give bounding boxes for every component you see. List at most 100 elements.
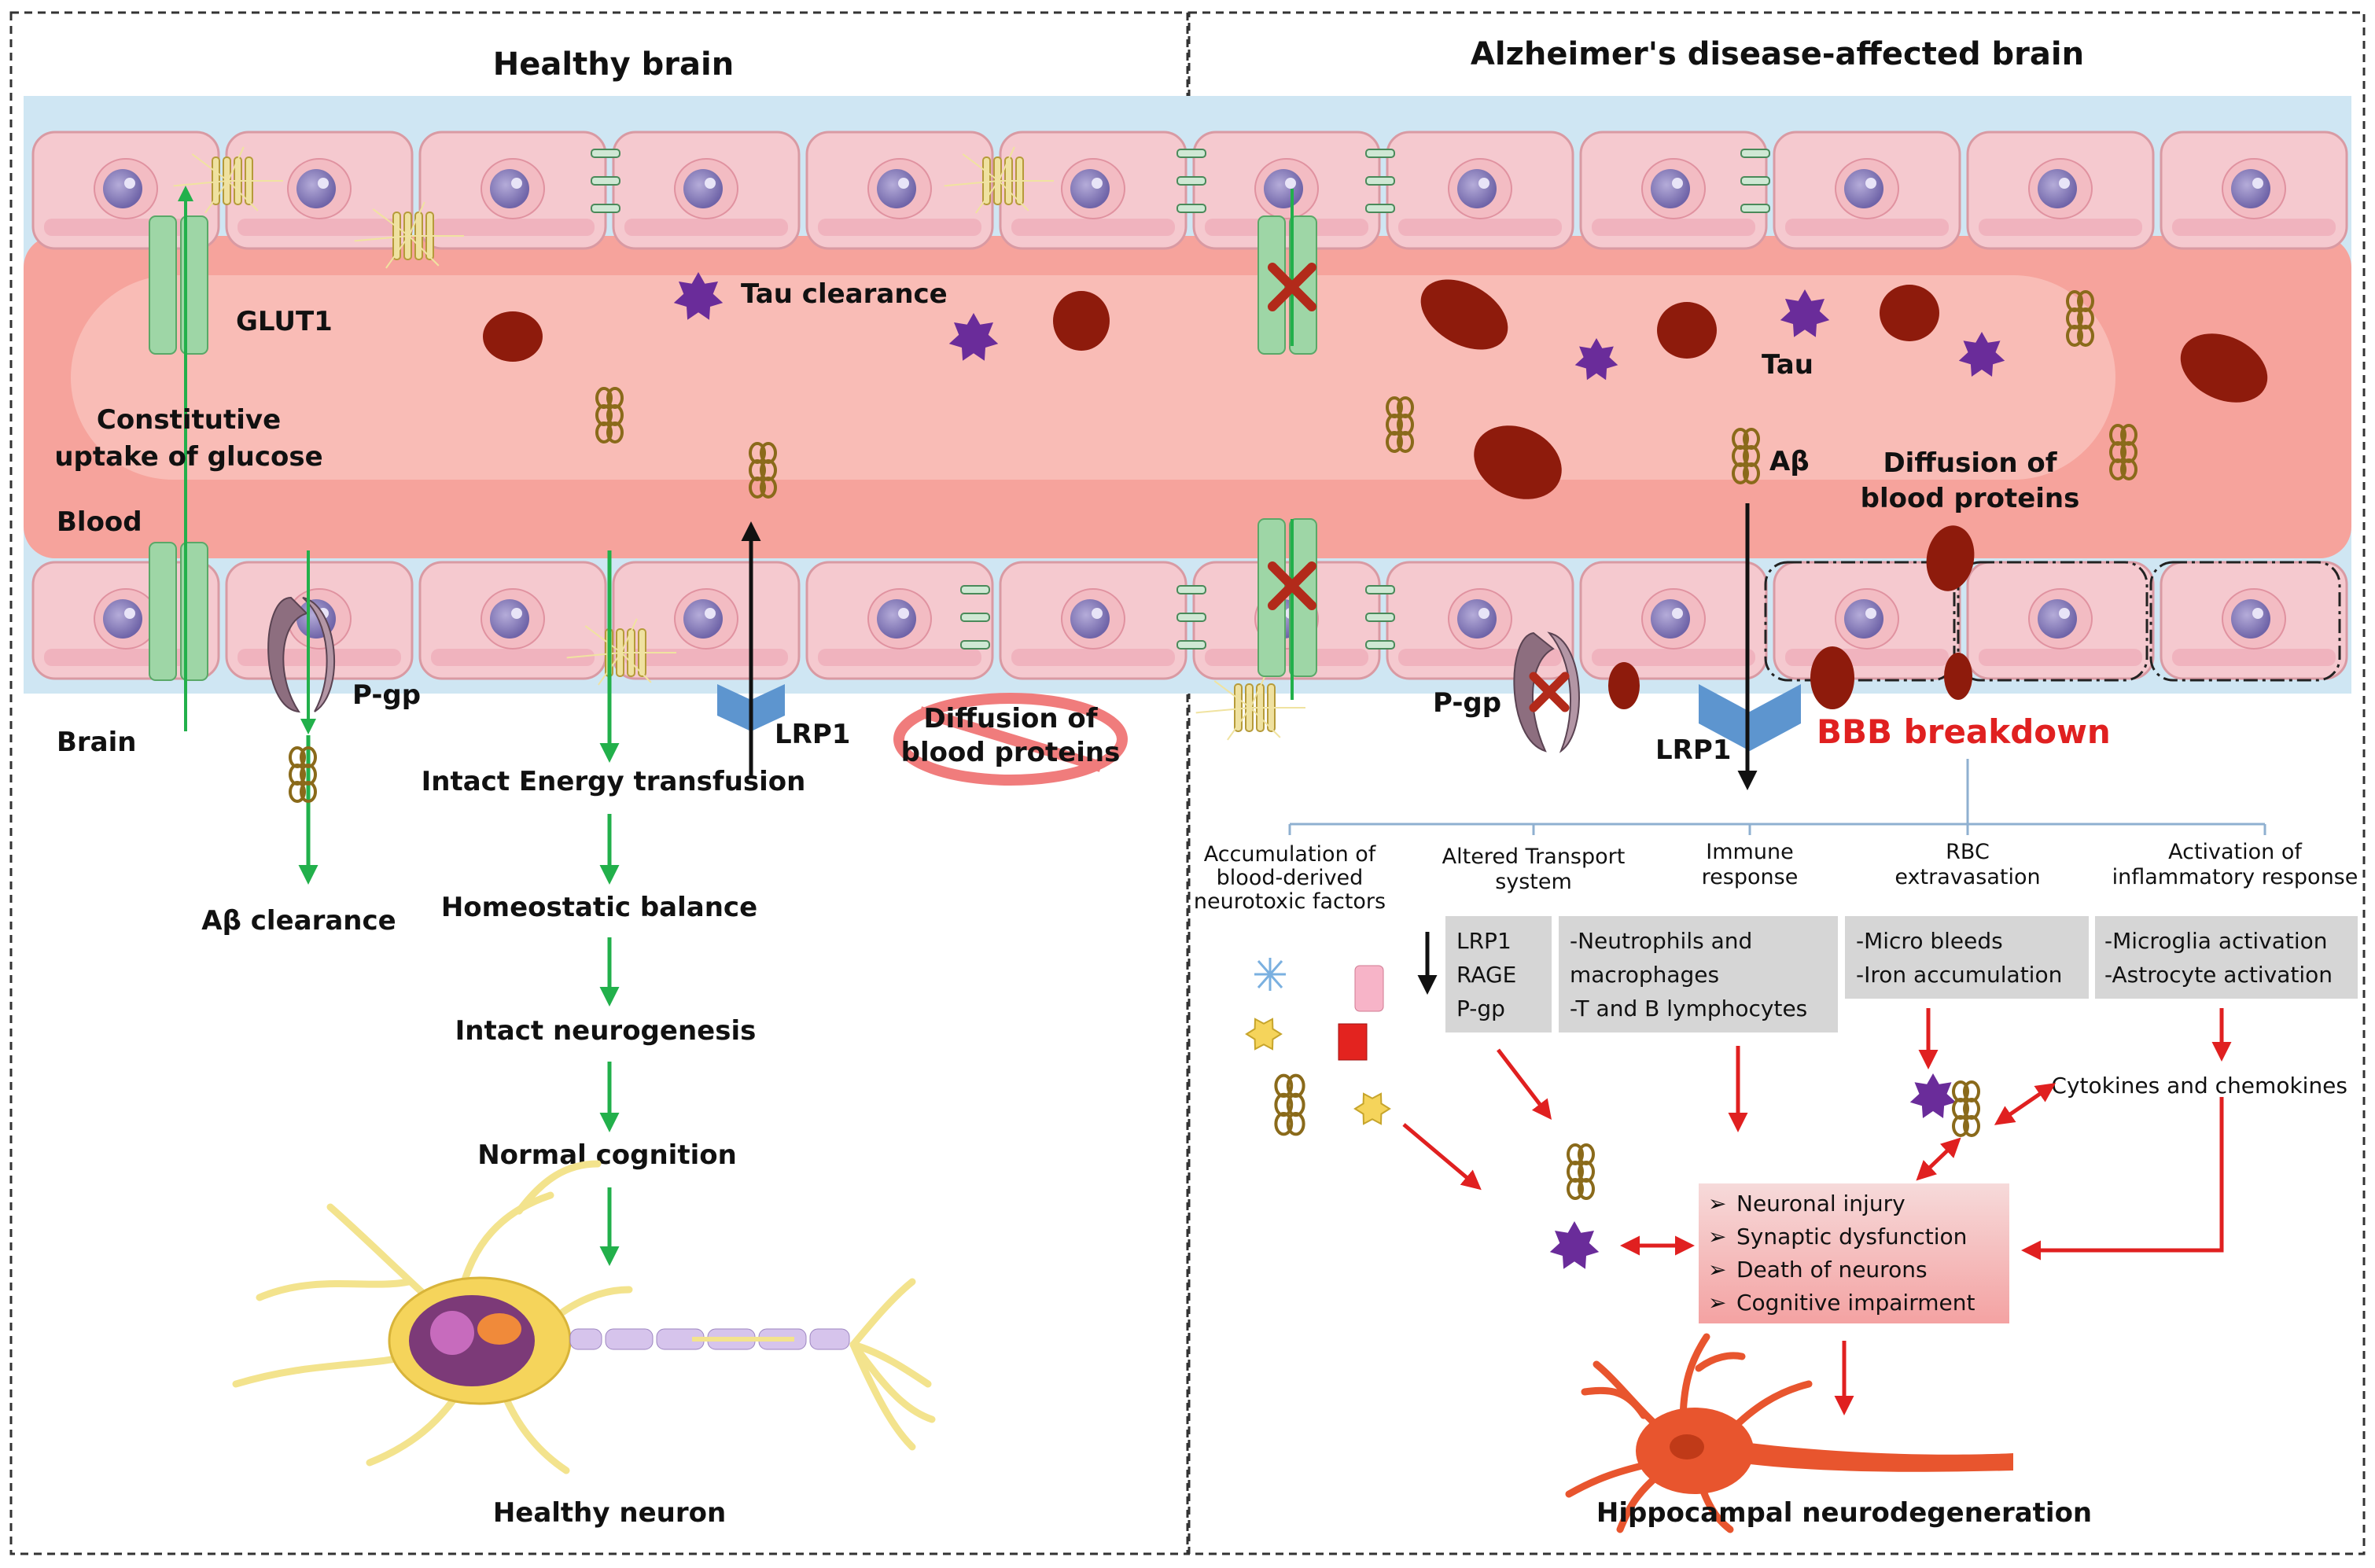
tau-protein-icon	[673, 272, 724, 320]
nucleus	[2231, 599, 2270, 639]
tau-protein-icon	[1958, 332, 2005, 377]
nucleus	[490, 169, 529, 208]
alzheimers-title: Alzheimer's disease-affected brain	[1471, 36, 2084, 72]
category-rbc: RBC extravasation	[1894, 840, 2040, 889]
ab-clearance-label: Aβ clearance	[201, 905, 396, 937]
blood-label: Blood	[57, 506, 142, 538]
tight-junction-icon	[1176, 149, 1206, 158]
nucleus	[683, 169, 723, 208]
healthy-diffusion-line1: Diffusion of	[923, 703, 1098, 734]
ab-label: Aβ	[1769, 446, 1810, 477]
rbc-box-line2: -Iron accumulation	[1856, 962, 2062, 988]
pgp-transporter	[267, 596, 308, 713]
category-immune: Immune response	[1702, 840, 1799, 889]
tight-junction-icon	[591, 176, 620, 186]
red-blood-cell-icon	[1420, 279, 1508, 350]
category-inflammatory-line2: inflammatory response	[2112, 865, 2358, 889]
endothelial-cell-top	[2160, 131, 2348, 250]
brain-label: Brain	[57, 727, 137, 758]
endothelial-cell-bottom	[1386, 561, 1574, 680]
healthy-neuron-illustration	[232, 1160, 936, 1474]
tight-junction-icon	[1365, 149, 1395, 158]
category-inflammatory: Activation of inflammatory response	[2112, 840, 2358, 889]
red-blood-cell-icon	[2180, 333, 2268, 403]
tau-label: Tau	[1762, 349, 1813, 381]
nucleus	[1651, 169, 1690, 208]
glut1-transporter-top	[149, 215, 208, 355]
transport-box-line1: LRP1	[1456, 928, 1512, 954]
tight-junction-icon	[1176, 176, 1206, 186]
ad-diffusion-line1: Diffusion of	[1883, 447, 2057, 479]
tau-protein-icon	[948, 313, 999, 361]
amyloid-beta-icon	[749, 442, 777, 499]
amyloid-beta-icon	[1386, 396, 1414, 453]
category-rbc-line2: extravasation	[1894, 865, 2040, 889]
tau-protein-icon	[1909, 1073, 1957, 1118]
effect-marker-1: ➢	[1708, 1191, 1726, 1216]
endothelial-cell-top	[1386, 131, 1574, 250]
tight-junction-icon	[1365, 176, 1395, 186]
tight-junction-icon	[960, 640, 990, 650]
pericyte-process	[173, 146, 283, 214]
glut1-transporter-bottom	[149, 542, 208, 681]
endothelial-cell-top	[1579, 131, 1768, 250]
effect-item-2: Synaptic dysfunction	[1736, 1224, 1967, 1250]
red-blood-cell-icon	[483, 311, 543, 362]
amyloid-beta-icon	[1567, 1143, 1595, 1200]
nucleus	[2038, 169, 2077, 208]
ad-lrp1-receptor	[1699, 684, 1801, 751]
nucleus	[1457, 169, 1497, 208]
endothelial-cell-top	[1773, 131, 1961, 250]
red-blood-cell-icon	[1880, 285, 1939, 341]
red-blood-cell-icon	[1810, 646, 1854, 709]
tight-junction-icon	[960, 613, 990, 622]
category-transport: Altered Transport system	[1442, 845, 1626, 894]
category-transport-line2: system	[1495, 870, 1572, 894]
flow-step-2: Homeostatic balance	[441, 892, 757, 923]
pgp-label: P-gp	[352, 679, 421, 711]
endothelial-cell-bottom	[999, 561, 1188, 680]
tight-junctions	[173, 146, 1770, 741]
pericyte-process	[566, 618, 676, 686]
ad-diffusion-line2: blood proteins	[1861, 483, 2080, 514]
flow-step-1: Intact Energy transfusion	[422, 766, 806, 797]
endothelial-cell-top	[999, 131, 1188, 250]
nucleus	[2038, 599, 2077, 639]
flow-step-3: Intact neurogenesis	[455, 1015, 757, 1047]
pericyte-process	[944, 146, 1054, 214]
tight-junction-icon	[1740, 149, 1770, 158]
immune-box	[1559, 916, 1838, 1032]
tight-junction-icon	[960, 585, 990, 594]
endothelial-cell-top	[1966, 131, 2155, 250]
pericyte-process	[1195, 673, 1305, 741]
red-blood-cell-icon	[1053, 291, 1110, 351]
tight-junction-icon	[1176, 640, 1206, 650]
glucose-label-line2: uptake of glucose	[54, 441, 322, 473]
tau-protein-icon	[1574, 338, 1618, 381]
healthy-title: Healthy brain	[493, 46, 734, 83]
tight-junction-icon	[1176, 613, 1206, 622]
lumen-highlight	[71, 275, 2115, 480]
blood-particles	[289, 272, 2268, 1269]
nucleus	[1651, 599, 1690, 639]
nucleus	[1844, 599, 1883, 639]
blocked-glut1-bottom	[1257, 518, 1317, 700]
nucleus	[1264, 169, 1303, 208]
effect-item-1: Neuronal injury	[1736, 1191, 1906, 1216]
neurotoxic-factor-icon	[1353, 1092, 1391, 1125]
immune-box-line1: -Neutrophils and	[1570, 928, 1752, 954]
endothelial-cell-bottom	[418, 561, 607, 680]
neurotoxic-factor-icon	[1245, 1018, 1283, 1051]
healthy-diffusion-line2: blood proteins	[901, 737, 1121, 768]
alzheimers-panel-frame	[1188, 11, 2366, 1555]
nucleus	[103, 169, 142, 208]
endothelial-cell-top	[1192, 131, 1381, 250]
immune-box-line2: macrophages	[1570, 962, 1719, 988]
nucleus	[1844, 169, 1883, 208]
rbc-box	[1845, 916, 2089, 999]
amyloid-beta-icon	[1732, 428, 1760, 484]
healthy-neuron-label: Healthy neuron	[493, 1497, 726, 1529]
effects-box	[1699, 1183, 2009, 1323]
category-bracket	[1288, 759, 2266, 835]
